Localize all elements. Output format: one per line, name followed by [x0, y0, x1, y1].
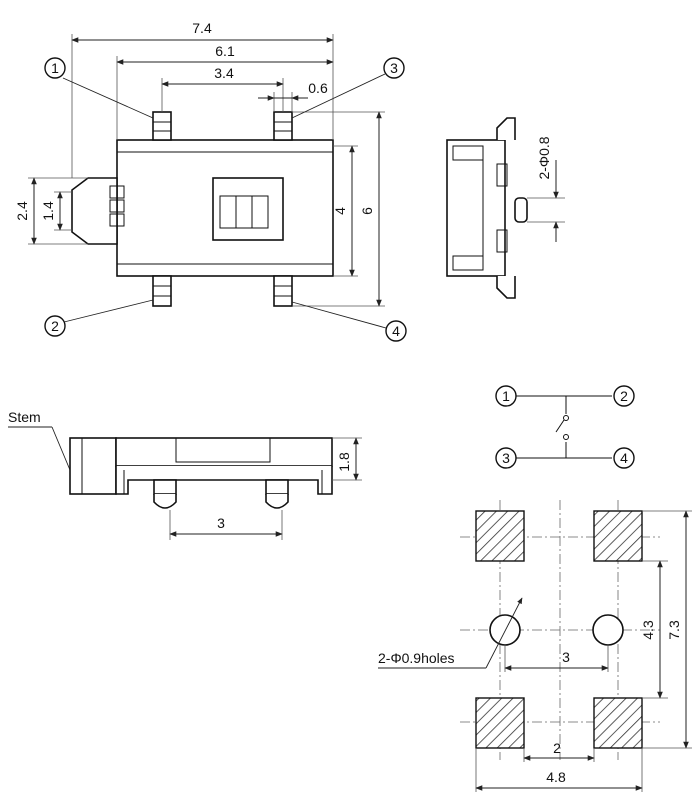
pad-1	[475, 510, 525, 562]
dim-hole-pitch: 3	[562, 649, 570, 665]
pin-2-callout	[44, 315, 66, 337]
dim-stem-inner: 1.4	[40, 201, 56, 221]
pad-3	[475, 697, 525, 749]
dim-pad-span-inner: 4.3	[640, 620, 656, 640]
schematic-pin-3	[495, 447, 517, 469]
top-view-actuator	[212, 177, 284, 241]
schematic-pin-2	[613, 385, 635, 407]
hole-left	[489, 614, 521, 646]
top-view-pins	[152, 111, 293, 307]
pin-4-callout	[385, 320, 407, 342]
schematic-pin-2-label: 2	[620, 388, 628, 404]
front-view: Stem 1.8 3	[8, 409, 362, 540]
dim-stem-height: 2.4	[14, 201, 30, 221]
dim-pin-span: 3.4	[214, 65, 234, 81]
top-view: 7.4 6.1 3.4 0.6 2.4 1.4 4 6	[14, 20, 407, 342]
schematic-pin-1	[495, 385, 517, 407]
dim-body-width: 6.1	[215, 43, 235, 59]
pad-2	[593, 510, 643, 562]
pin-2-label: 2	[51, 318, 59, 334]
dim-pad-span-x: 4.8	[546, 769, 566, 785]
dim-overall-width: 7.4	[192, 20, 212, 36]
hole-right	[592, 614, 624, 646]
holes-label: 2-Φ0.9holes	[378, 650, 455, 666]
dim-pad-gap: 2	[553, 740, 561, 756]
side-view-post	[514, 197, 528, 223]
pin-3-label: 3	[390, 60, 398, 76]
schematic-pin-4	[613, 447, 635, 469]
stem-label: Stem	[8, 409, 41, 425]
dim-post-pitch: 3	[217, 515, 225, 531]
dim-thickness: 1.8	[336, 452, 352, 472]
dim-overall-height: 6	[359, 207, 375, 215]
schematic-pin-3-label: 3	[502, 450, 510, 466]
pin-3-callout	[383, 57, 405, 79]
pin-4-label: 4	[392, 323, 400, 339]
pin-1-callout	[44, 57, 66, 79]
pcb-footprint: 2-Φ0.9holes 3 2 4.8 4.3 7.3	[378, 500, 692, 792]
front-view-stem	[69, 437, 117, 495]
dim-pad-span-outer: 7.3	[666, 620, 682, 640]
schematic-pin-1-label: 1	[502, 388, 510, 404]
dim-body-height: 4	[332, 207, 348, 215]
side-view-body	[446, 139, 506, 277]
dim-pin-width: 0.6	[308, 80, 328, 96]
side-view: 2-Φ0.8	[446, 117, 565, 299]
pin-1-label: 1	[51, 60, 59, 76]
dim-side-post: 2-Φ0.8	[536, 136, 552, 179]
schematic-pin-4-label: 4	[620, 450, 628, 466]
switch-schematic: 1 2 3 4	[495, 385, 635, 469]
pad-4	[593, 697, 643, 749]
